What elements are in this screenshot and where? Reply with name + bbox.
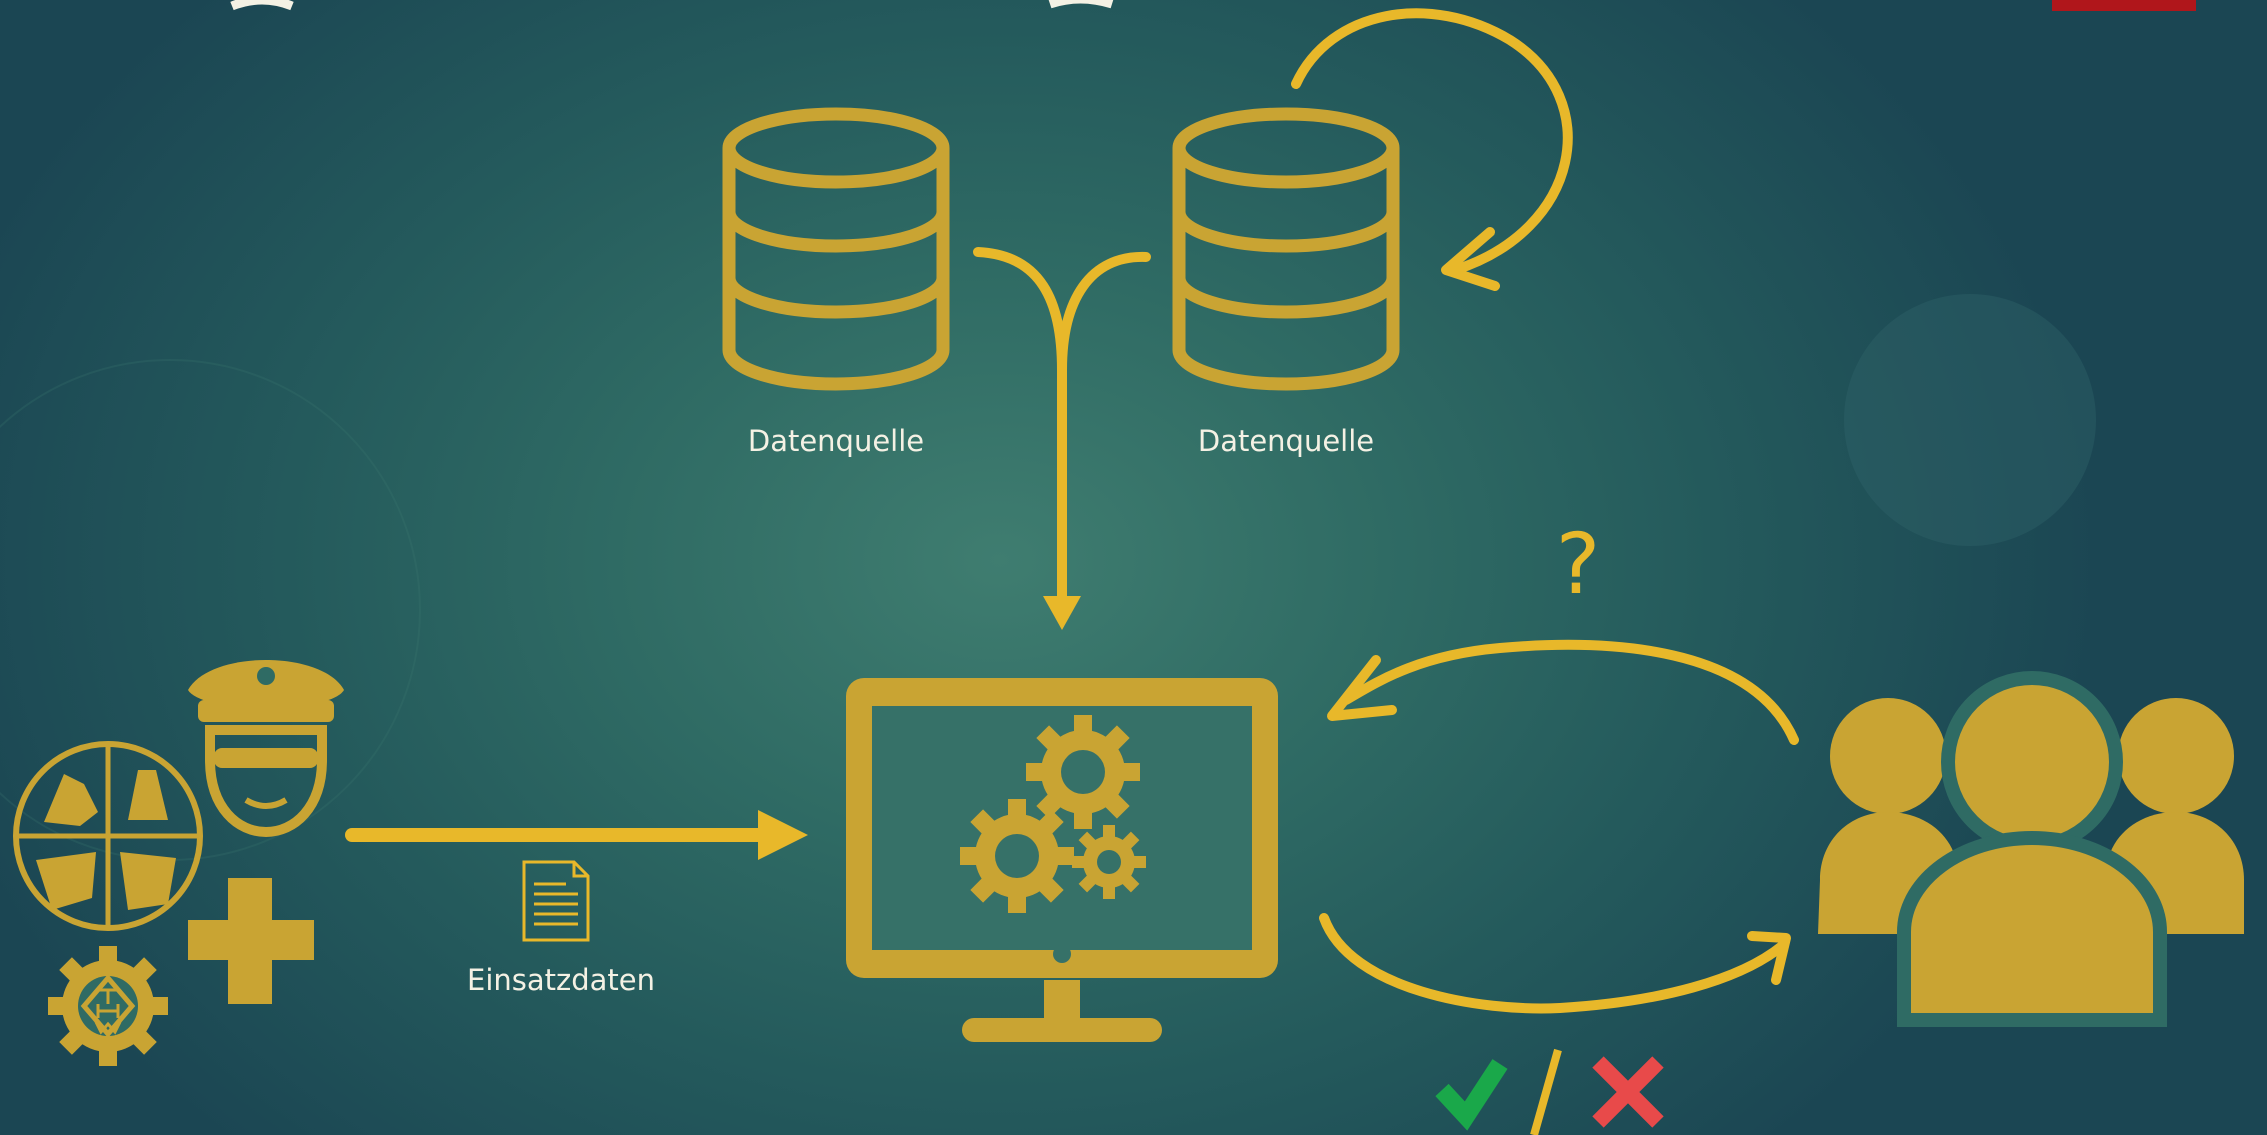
source-right-label: Datenquelle <box>1197 424 1375 458</box>
title-glyph-fragment <box>230 0 294 11</box>
database-icon <box>722 107 950 391</box>
database-icon <box>1172 107 1400 391</box>
fire-brigade-emblem-icon <box>13 741 203 931</box>
query-arrow <box>1341 639 1799 745</box>
thw-emblem-icon <box>48 946 168 1066</box>
loop-arrow <box>1291 8 1573 275</box>
police-officer-icon <box>188 660 344 838</box>
computer-gears-icon <box>846 678 1278 1042</box>
document-label: Einsatzdaten <box>466 963 656 997</box>
user-group-icon <box>1818 671 2244 1027</box>
arrowhead <box>1043 596 1081 630</box>
document-icon <box>522 860 590 942</box>
decorative-circle <box>1844 294 2096 546</box>
corner-tab <box>2052 0 2196 11</box>
arrowhead <box>758 810 808 860</box>
title-glyph-fragment <box>1048 0 1114 9</box>
approve-reject-icon <box>1435 1048 1664 1135</box>
arrowhead <box>1441 227 1500 291</box>
decision-arrow <box>1319 913 1787 1014</box>
question-mark-icon: ? <box>1555 515 1601 613</box>
merge-arrow <box>973 247 1151 605</box>
source-left-label: Datenquelle <box>747 424 925 458</box>
arrowhead <box>1747 931 1791 985</box>
arrowhead <box>1327 655 1397 721</box>
medical-cross-icon <box>188 878 314 1004</box>
